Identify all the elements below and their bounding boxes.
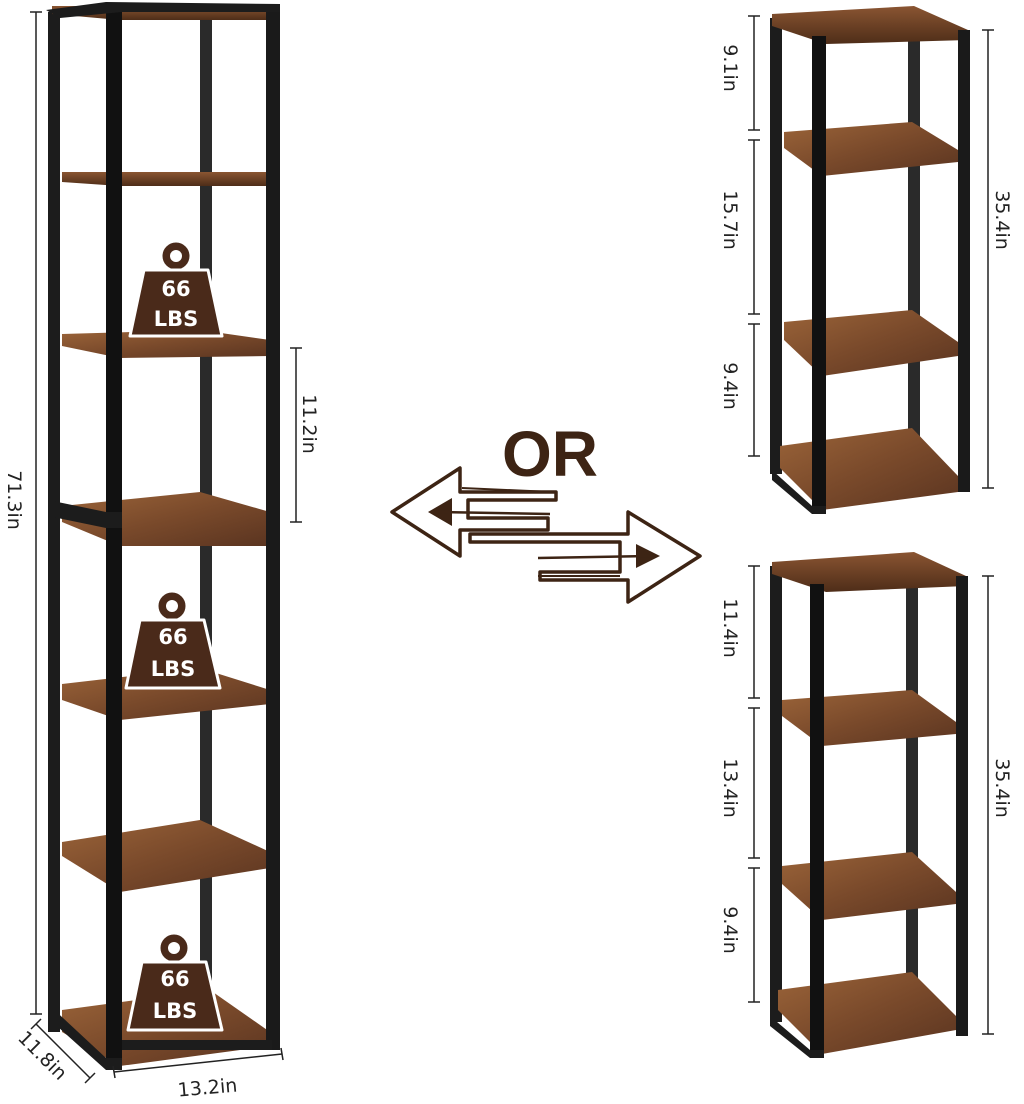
or-separator: OR	[390, 418, 702, 604]
load-badge-value: 66	[158, 625, 187, 649]
short-bottom-height-label: 35.4in	[991, 758, 1013, 818]
short-bottom-gap-label-1: 11.4in	[719, 598, 741, 658]
short-top-gap-label-2: 15.7in	[719, 190, 741, 250]
load-badge-unit: LBS	[153, 999, 198, 1023]
tall-shelf-boards	[52, 6, 270, 1066]
front-post-right	[266, 4, 280, 1050]
short-bottom-gap-dimension-3: 9.4in	[719, 867, 760, 1003]
tall-shelf: 66 LBS 66 LBS 66 LBS 71.3in	[3, 2, 320, 1102]
load-badge-bottom: 66 LBS	[126, 931, 224, 1032]
short-top-gap-dimension-1: 9.1in	[719, 15, 760, 131]
load-badge-top: 66 LBS	[128, 239, 224, 338]
load-badge-middle: 66 LBS	[124, 589, 222, 690]
tall-width-label: 13.2in	[177, 1074, 238, 1101]
short-top-gap-label-3: 9.4in	[719, 362, 741, 410]
load-badge-unit: LBS	[151, 657, 196, 681]
short-bottom-gap-label-2: 13.4in	[719, 758, 741, 818]
double-arrow-icon	[390, 466, 702, 604]
load-badge-value: 66	[161, 277, 190, 301]
short-shelf-bottom: 11.4in 13.4in 9.4in 35.4in	[719, 552, 1013, 1058]
short-top-gap-dimension-2: 15.7in	[719, 139, 760, 315]
load-badge-value: 66	[160, 967, 189, 991]
short-top-gap-label-1: 9.1in	[719, 44, 741, 92]
short-bottom-height-dimension: 35.4in	[982, 575, 1013, 1035]
tall-width-dimension: 13.2in	[112, 1047, 284, 1102]
back-post-left	[48, 12, 60, 1032]
short-bottom-gap-label-3: 9.4in	[719, 906, 741, 954]
short-top-height-label: 35.4in	[991, 190, 1013, 250]
tall-height-label: 71.3in	[3, 470, 25, 530]
tall-depth-label: 11.8in	[13, 1027, 71, 1085]
tall-gap-label: 11.2in	[298, 394, 320, 454]
short-top-height-dimension: 35.4in	[982, 29, 1013, 489]
short-bottom-gap-dimension-2: 13.4in	[719, 707, 760, 859]
or-label: OR	[502, 418, 598, 490]
load-badge-unit: LBS	[154, 307, 199, 331]
front-post-left	[106, 4, 122, 1070]
short-bottom-gap-dimension-1: 11.4in	[719, 565, 760, 699]
short-shelf-top: 9.1in 15.7in 9.4in 35.4in	[719, 6, 1013, 514]
tall-height-dimension: 71.3in	[3, 11, 42, 1015]
tall-gap-dimension: 11.2in	[290, 347, 320, 523]
short-top-gap-dimension-3: 9.4in	[719, 323, 760, 457]
